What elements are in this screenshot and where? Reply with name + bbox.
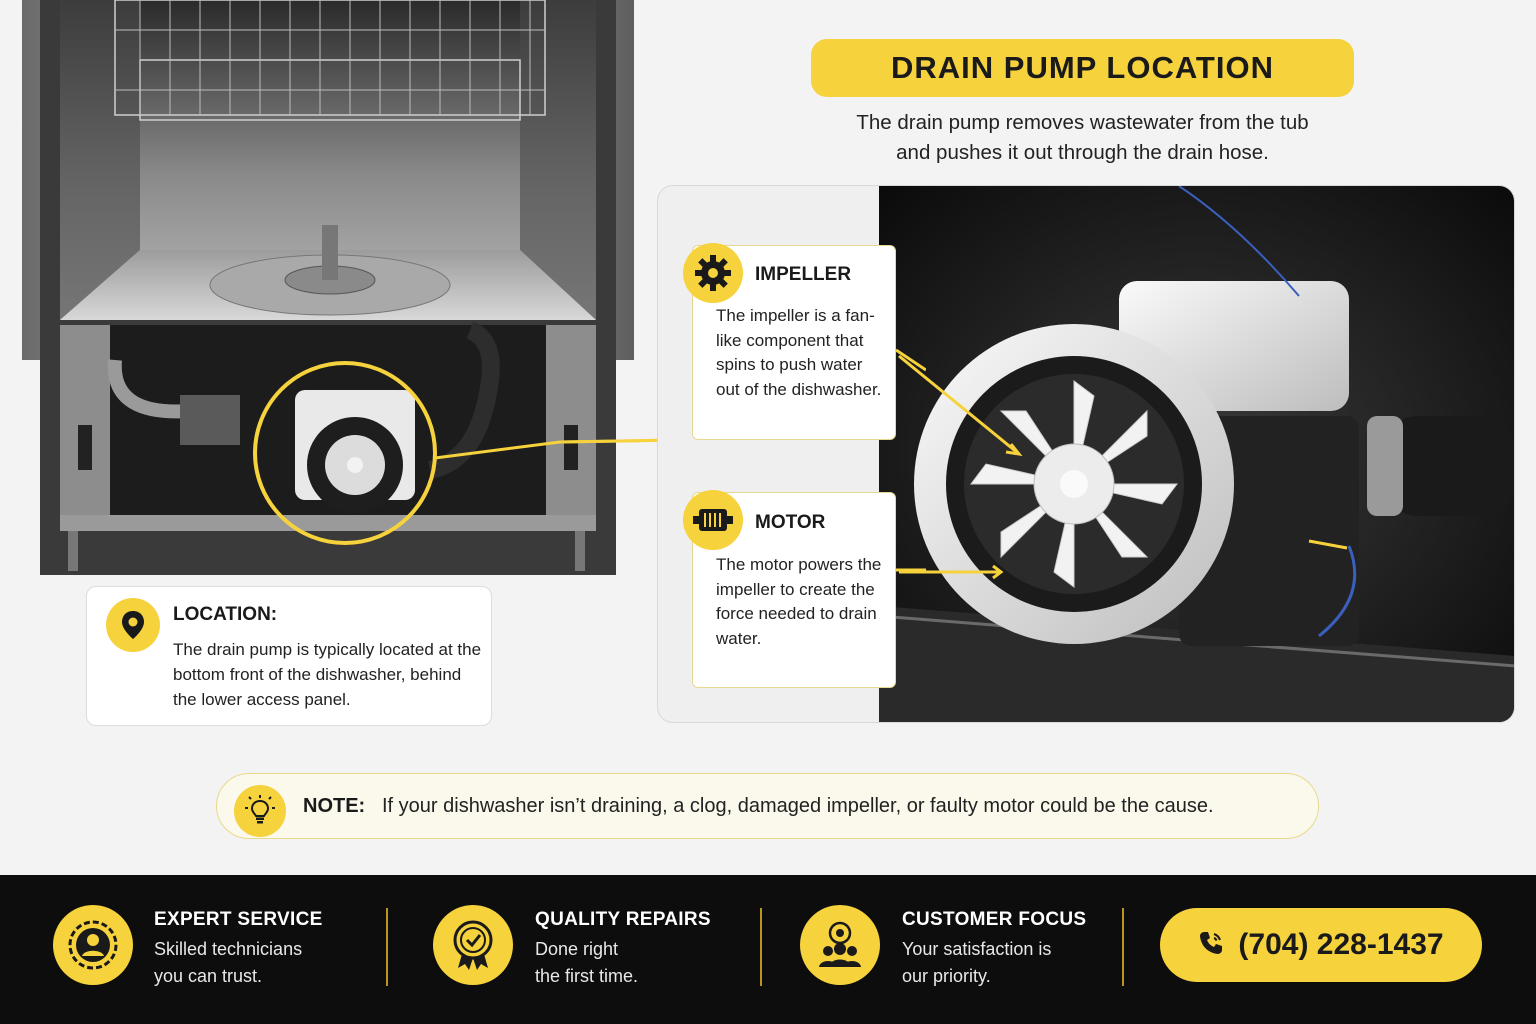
customer-target-icon	[800, 905, 880, 985]
phone-icon	[1198, 930, 1224, 961]
footer-bar: EXPERT SERVICE Skilled technicians you c…	[0, 875, 1536, 1024]
footer-divider	[1122, 908, 1124, 986]
feature-line: our priority.	[902, 966, 991, 986]
drain-pump-photo	[879, 186, 1514, 722]
feature-text-expert-service: Skilled technicians you can trust.	[154, 936, 302, 990]
lightbulb-icon	[234, 785, 286, 837]
page-subtitle: The drain pump removes wastewater from t…	[800, 108, 1365, 168]
footer-divider	[386, 908, 388, 986]
phone-button[interactable]: (704) 228-1437	[1160, 908, 1482, 982]
feature-line: Your satisfaction is	[902, 939, 1052, 959]
motor-text: The motor powers the impeller to create …	[716, 555, 882, 648]
subtitle-line-1: The drain pump removes wastewater from t…	[856, 111, 1309, 134]
quality-seal-icon	[433, 905, 513, 985]
technician-badge-icon	[53, 905, 133, 985]
location-card: LOCATION: The drain pump is typically lo…	[86, 586, 492, 726]
impeller-title: IMPELLER	[755, 264, 852, 285]
feature-line: Done right	[535, 939, 619, 959]
impeller-text: The impeller is a fan-like component tha…	[716, 306, 882, 399]
location-title: LOCATION:	[173, 604, 278, 625]
feature-text-quality-repairs: Done right the first time.	[535, 936, 638, 990]
note-banner: NOTE: If your dishwasher isn’t draining,…	[216, 773, 1319, 839]
feature-line: Skilled technicians	[154, 939, 303, 959]
feature-title-customer-focus: CUSTOMER FOCUS	[902, 909, 1087, 930]
feature-title-quality-repairs: QUALITY REPAIRS	[535, 909, 711, 930]
feature-line: you can trust.	[154, 966, 263, 986]
motor-callout: MOTOR The motor powers the impeller to c…	[683, 490, 896, 688]
note-text: If your dishwasher isn’t draining, a clo…	[382, 795, 1214, 817]
map-pin-icon	[106, 598, 160, 652]
note-label: NOTE:	[303, 795, 366, 817]
feature-text-customer-focus: Your satisfaction is our priority.	[902, 936, 1051, 990]
impeller-callout: IMPELLER The impeller is a fan-like comp…	[683, 243, 896, 440]
callout-arrows	[896, 348, 926, 572]
motor-title: MOTOR	[755, 512, 826, 533]
gear-icon	[683, 243, 743, 303]
page-title: DRAIN PUMP LOCATION	[811, 39, 1354, 97]
footer-divider	[760, 908, 762, 986]
dishwasher-illustration	[22, 0, 660, 575]
feature-title-expert-service: EXPERT SERVICE	[154, 909, 323, 930]
subtitle-line-2: and pushes it out through the drain hose…	[896, 141, 1269, 164]
motor-icon	[683, 490, 743, 550]
feature-line: the first time.	[535, 966, 639, 986]
location-text: The drain pump is typically located at t…	[173, 640, 482, 709]
phone-number: (704) 228-1437	[1238, 928, 1444, 961]
